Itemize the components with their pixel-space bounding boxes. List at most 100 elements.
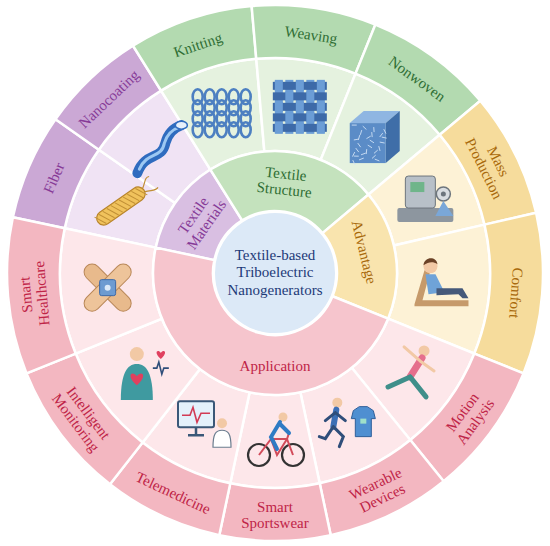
fiber-texture — [361, 153, 366, 155]
coating-shine — [139, 127, 179, 169]
head — [419, 345, 430, 356]
fiber-end — [175, 121, 187, 129]
icon-telemedicine — [178, 401, 231, 447]
roller — [436, 187, 450, 201]
knit-loop — [205, 122, 215, 137]
knit-loop — [229, 122, 239, 137]
pulse-line — [153, 362, 169, 374]
sensor-dot — [105, 285, 111, 291]
fiber-strand — [139, 176, 158, 196]
head — [217, 418, 227, 428]
sector-fill — [153, 248, 388, 395]
warp-over — [296, 81, 304, 91]
fiber-texture — [380, 142, 385, 144]
ring-sector: Wearable Devices — [317, 438, 446, 538]
fiber-texture — [353, 160, 355, 165]
center-title: Textile-based Triboelectric Nanogenerato… — [219, 247, 331, 299]
icon-wearable — [319, 398, 375, 447]
weft-strip — [273, 124, 327, 132]
icon-nonwoven — [350, 111, 400, 165]
legs — [388, 377, 426, 397]
warp-strip — [317, 80, 325, 134]
ring-sector: Comfort — [472, 210, 545, 376]
hair — [423, 258, 437, 265]
item-label: Smart Sportswear — [241, 498, 308, 530]
icon-fiber — [93, 176, 158, 228]
weft-strip — [273, 113, 327, 121]
fiber-texture — [366, 136, 370, 139]
knit-loop — [217, 122, 227, 137]
runner-limbs — [319, 413, 345, 447]
icon-motion — [388, 345, 434, 397]
fiber-texture — [375, 159, 380, 161]
bandage — [81, 261, 135, 315]
fiber-texture — [368, 145, 372, 148]
sensor-pad — [100, 280, 116, 296]
weft-strip — [273, 92, 327, 100]
icon-monitoring — [121, 347, 169, 400]
doctor-coat — [213, 430, 231, 447]
fiber-texture — [359, 158, 364, 160]
icon-cell — [60, 228, 162, 353]
knit-loop — [241, 122, 251, 137]
sensor-patch — [360, 419, 366, 424]
icon-knitting — [193, 89, 251, 137]
arms — [404, 347, 434, 371]
category-label: Application — [240, 358, 311, 374]
fiber-texture — [360, 130, 361, 135]
fiber-texture — [371, 132, 372, 137]
sector-fill — [320, 440, 444, 535]
fiber-texture — [384, 129, 386, 133]
sector-fill — [219, 483, 330, 541]
weft-strip — [273, 103, 327, 111]
fiber-texture — [373, 127, 374, 132]
weft-strip — [273, 82, 327, 90]
icon-nanocoating — [137, 121, 187, 173]
icon-sportswear — [248, 413, 304, 467]
warp-over — [285, 91, 293, 101]
fiber-texture — [358, 143, 361, 147]
sector-fill — [7, 217, 76, 373]
roller — [441, 192, 446, 197]
warp-over — [317, 102, 325, 112]
heart-symbol — [130, 374, 143, 386]
ring-sector: Smart Sportswear — [217, 481, 333, 543]
body — [121, 364, 153, 400]
fiber-texture — [374, 150, 378, 153]
warp-over — [317, 81, 325, 91]
fiber-texture — [370, 140, 374, 143]
fiber-texture — [379, 146, 380, 151]
coated-fiber — [137, 125, 181, 173]
fiber-texture — [354, 139, 359, 141]
warp-over — [317, 123, 325, 133]
rider — [271, 422, 289, 449]
fiber-texture — [382, 137, 387, 138]
sector-fill — [474, 213, 543, 374]
warp-over — [275, 81, 283, 91]
warp-strip — [296, 80, 304, 134]
head — [130, 347, 144, 361]
heartbeat-line — [182, 407, 210, 422]
item-label: Smart Healthcare — [15, 260, 53, 328]
icon-mass — [397, 176, 453, 222]
ring-outline — [7, 5, 543, 541]
mat-front — [350, 123, 386, 163]
mat-side — [386, 111, 400, 163]
fiber-texture — [354, 156, 359, 157]
icon-healthcare — [81, 261, 135, 315]
ring-sector: Mass Production — [437, 98, 539, 227]
sector-fill — [252, 5, 376, 74]
fiber-texture — [366, 149, 368, 154]
fiber-texture — [372, 155, 376, 158]
warp-over — [306, 91, 314, 101]
sector-fill — [27, 354, 143, 485]
legs — [436, 288, 468, 298]
warp-over — [275, 123, 283, 133]
warp-over — [275, 102, 283, 112]
icon-comfort — [414, 258, 468, 306]
machine-body — [405, 176, 435, 208]
fiber-body — [94, 184, 148, 228]
monitor-stand — [188, 427, 204, 435]
monitor — [178, 401, 214, 427]
